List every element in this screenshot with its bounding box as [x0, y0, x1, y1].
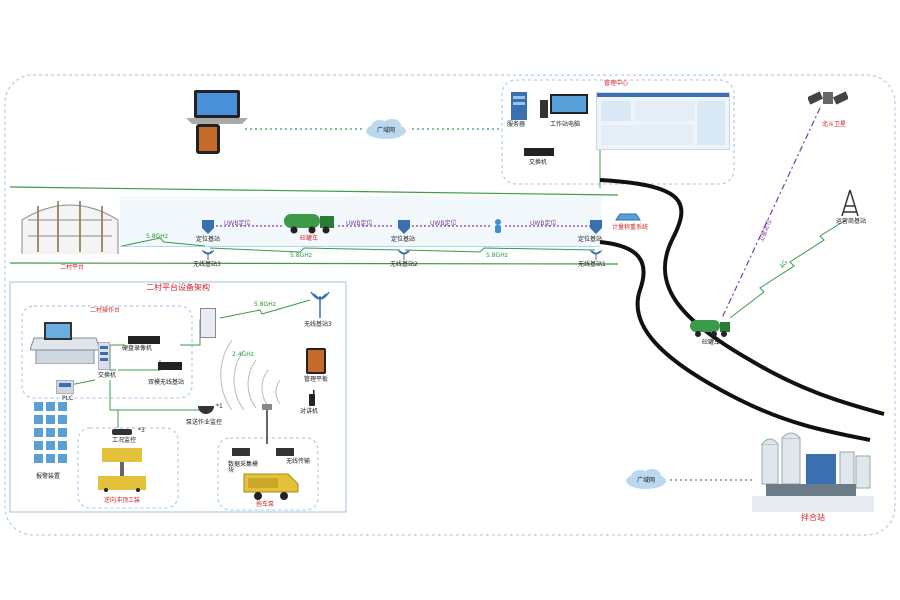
bullet-camera-icon [112, 428, 136, 436]
wan-top-label: 广域网 [376, 127, 395, 134]
switch-top-label: 交换机 [529, 159, 548, 166]
switch-plat-label: 交换机 [98, 372, 117, 379]
light-tower-box [77, 427, 179, 509]
road-mixer-truck-icon [690, 316, 732, 338]
weighing-label: 计量称重系统 [612, 224, 649, 231]
server-icon [511, 92, 527, 120]
platform-arch-box [9, 281, 347, 513]
wan-cloud-bottom: 广域网 [624, 468, 668, 490]
management-center-label: 管理中心 [604, 80, 629, 87]
pos-bs-left-icon [202, 220, 214, 234]
dashboard-screenshot [596, 92, 730, 150]
mast-antenna-icon [262, 404, 272, 444]
wan-cloud-top: 广域网 [364, 118, 408, 140]
worker-icon [493, 219, 503, 233]
intercom-icon [308, 390, 316, 406]
dual-radio-icon [158, 362, 182, 370]
wireless-tx-icon [276, 448, 294, 456]
uwb-label-2: UWB定位 [346, 220, 373, 227]
plc-rack-icon [98, 342, 110, 370]
tunnel-interior [120, 196, 602, 246]
pump-trailer-label: 拖车泵 [256, 501, 275, 508]
platform-tower-icon [310, 292, 330, 318]
pump-trailer-illustration [240, 468, 302, 500]
uwb-label-4: UWB定位 [530, 220, 557, 227]
wireless-tx-label: 无线传输 [286, 458, 311, 465]
tablet-label: 管理平板 [304, 376, 329, 383]
carrier-tower-icon [840, 188, 860, 216]
plc-icon [56, 380, 74, 394]
light-tower-illustration [96, 448, 148, 492]
laptop-icon [186, 88, 248, 124]
mixing-station-illustration [752, 432, 874, 512]
tunnel-mixer-truck-icon [284, 210, 336, 234]
wireless-bs1-label: 无线基站1 [578, 261, 606, 268]
carrier-bs-label: 运营商基站 [836, 218, 867, 225]
dual-radio-label: 双模无线基站 [147, 379, 184, 386]
mixing-station-label: 拌合站 [801, 513, 825, 522]
wireless-bs3-label: 无线基站3 [193, 261, 221, 268]
wan-bottom-label: 广域网 [636, 477, 655, 484]
beidou-label: 北斗卫星 [822, 121, 847, 128]
sensor-panel-label: 报警装置 [36, 473, 61, 480]
cam-count-3: *3 [138, 427, 145, 434]
uwb-label-3: UWB定位 [430, 220, 457, 227]
pos-bs-right-icon [590, 220, 602, 234]
pos-bs-mid-label: 定位基站 [391, 236, 416, 243]
data-module-label: 数据采集模块 [228, 461, 259, 474]
recorder-icon [128, 336, 160, 344]
work-monitor-label: 工况监控 [112, 437, 137, 444]
wireless-bs3-plat-label: 无线基站3 [304, 321, 332, 328]
4g-link [729, 219, 847, 319]
workstation-icon [540, 94, 592, 118]
road-truck-label: 砼罐车 [702, 339, 721, 346]
cam-count-1: *1 [216, 403, 223, 410]
freq-label-b: 5.8GHz [290, 252, 312, 259]
wireless-bs1-icon [590, 250, 602, 260]
weighing-scale-icon [614, 212, 642, 222]
workstation-label: 工作站电脑 [550, 121, 581, 128]
freq-label-d: 5.8GHz [254, 301, 276, 308]
wireless-bs3-icon [202, 250, 214, 260]
console-label: 二村操作台 [90, 307, 121, 314]
dome-camera-icon [198, 404, 214, 416]
mgmt-tablet-icon [306, 348, 326, 374]
wireless-bs2-label: 无线基站2 [390, 261, 418, 268]
freq-label-a: 5.8GHz [146, 233, 168, 240]
operation-console-icon [30, 320, 100, 364]
pos-bs-mid-icon [398, 220, 410, 234]
uwb-label-1: UWB定位 [224, 220, 251, 227]
outer-boundary [4, 74, 896, 536]
plc-label: PLC [62, 395, 74, 402]
pump-monitor-label: 泵送作业监控 [186, 419, 223, 426]
tunnel-top-line [9, 186, 619, 196]
recorder-label: 硬盘录像机 [122, 345, 153, 352]
management-center-box [501, 79, 735, 185]
wireless-bs2-icon [398, 250, 410, 260]
sensor-panel-grid [34, 402, 68, 464]
arch-title: 二村平台设备架构 [146, 283, 210, 292]
platform-label: 二村平台 [60, 264, 85, 271]
data-module-icon [232, 448, 250, 456]
tunnel-entrance-illustration [18, 196, 122, 256]
tablet-icon [196, 124, 220, 154]
freq-label-c: 5.8GHz [486, 252, 508, 259]
pos-bs-right-label: 定位基站 [578, 236, 603, 243]
pos-bs-left-label: 定位基站 [196, 236, 221, 243]
server-label: 服务器 [507, 121, 526, 128]
intercom-label: 对讲机 [300, 408, 319, 415]
satellite-icon [808, 86, 848, 110]
panel-antenna-icon [200, 308, 216, 338]
light-tower-label: 逆向冲顶工装 [104, 497, 141, 504]
tunnel-bottom-line [9, 262, 619, 265]
tunnel-truck-label: 砼罐车 [300, 235, 319, 242]
freq-label-e: 2.4GHz [232, 351, 254, 358]
beidou-link [721, 107, 821, 319]
console-box [21, 305, 193, 399]
switch-top-icon [524, 148, 554, 156]
